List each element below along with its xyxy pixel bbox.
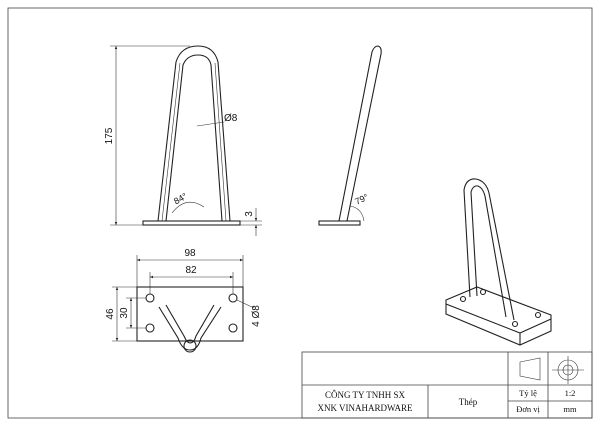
mount-hole bbox=[228, 323, 238, 333]
front-tube-line bbox=[214, 62, 227, 222]
top-v-tube-end bbox=[183, 339, 197, 353]
front-leg-inner bbox=[165, 54, 223, 222]
spacing-label: 82 bbox=[185, 265, 197, 276]
material: Thép bbox=[459, 397, 478, 407]
depth-label: 46 bbox=[105, 308, 116, 320]
iso-hole bbox=[511, 320, 519, 328]
diameter-leader bbox=[196, 121, 225, 127]
front-view: 175 Ø8 84° 3 bbox=[104, 45, 262, 236]
isometric-view bbox=[445, 178, 552, 346]
top-view: 98 82 46 30 4 Ø8 bbox=[105, 248, 262, 353]
angle-label-84: 84° bbox=[172, 191, 189, 207]
title-block: CÔNG TY TNHH SX XNK VINAHARDWARE Thép Tỷ… bbox=[301, 351, 593, 419]
height-label: 175 bbox=[104, 127, 115, 144]
holes-label: 4 Ø8 bbox=[251, 305, 262, 327]
width-label: 98 bbox=[184, 248, 196, 259]
angle-label-79: 79° bbox=[353, 192, 370, 207]
scale-label: Tỷ lệ bbox=[519, 388, 537, 398]
projection-cone-icon bbox=[519, 357, 541, 381]
mount-hole bbox=[145, 293, 155, 303]
angle-arc-84 bbox=[171, 201, 205, 214]
unit-label: Đơn vị bbox=[516, 404, 540, 414]
iso-leg bbox=[463, 178, 515, 321]
scale-value: 1:2 bbox=[565, 388, 576, 398]
iso-hole bbox=[534, 311, 542, 319]
spacing-y-label: 30 bbox=[119, 307, 130, 319]
side-base-plate bbox=[318, 220, 361, 226]
thickness-label: 3 bbox=[244, 211, 255, 217]
front-base-plate bbox=[142, 220, 241, 226]
mount-hole bbox=[145, 323, 155, 333]
top-v-tube bbox=[158, 304, 222, 351]
side-angle-arc bbox=[349, 205, 365, 222]
iso-hole bbox=[459, 295, 467, 303]
sheet-border bbox=[7, 7, 593, 419]
mount-hole bbox=[228, 293, 238, 303]
front-left-leg bbox=[157, 45, 231, 222]
company-line1: CÔNG TY TNHH SX bbox=[325, 390, 406, 400]
front-tube-line bbox=[161, 62, 181, 222]
iso-hole bbox=[479, 288, 487, 296]
side-view: 79° bbox=[318, 45, 382, 226]
holes-leader bbox=[236, 299, 255, 309]
diameter-label: Ø8 bbox=[224, 113, 238, 124]
unit-value: mm bbox=[563, 404, 577, 414]
company-line2: XNK VINAHARDWARE bbox=[317, 403, 413, 413]
top-base-plate bbox=[136, 286, 244, 342]
side-leg bbox=[338, 45, 382, 222]
